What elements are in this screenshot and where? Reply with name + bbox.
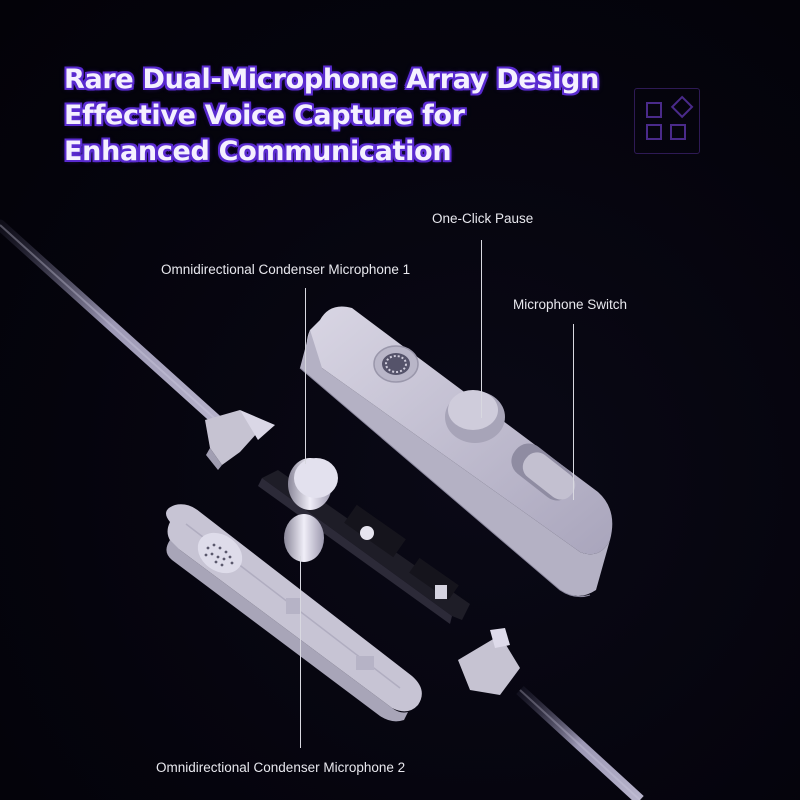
callout-one-click-pause: One-Click Pause bbox=[432, 211, 534, 226]
upper-strain-relief bbox=[205, 410, 275, 470]
headline-line-3: Enhanced Communication bbox=[64, 136, 452, 167]
apps-grid-icon-glyph bbox=[646, 95, 694, 140]
callout-mic-2: Omnidirectional Condenser Microphone 2 bbox=[156, 760, 406, 775]
bottom-shell bbox=[166, 504, 422, 722]
leader-line-switch bbox=[573, 324, 574, 500]
apps-grid-icon bbox=[634, 88, 700, 154]
leader-line-mic-2 bbox=[300, 556, 301, 748]
lower-cable bbox=[516, 685, 644, 800]
leader-line-pause bbox=[481, 240, 482, 418]
leader-line-mic-1 bbox=[305, 288, 306, 464]
callout-mic-switch: Microphone Switch bbox=[513, 297, 628, 312]
lower-strain-relief bbox=[458, 628, 520, 695]
pcb-assembly bbox=[258, 458, 470, 624]
headline-line-2: Effective Voice Capture for bbox=[64, 100, 465, 131]
headline-line-1: Rare Dual-Microphone Array Design bbox=[64, 64, 599, 95]
upper-cable bbox=[0, 219, 228, 431]
main-housing bbox=[299, 306, 613, 598]
callout-mic-1: Omnidirectional Condenser Microphone 1 bbox=[161, 262, 411, 277]
headline: Rare Dual-Microphone Array Design Effect… bbox=[64, 62, 599, 170]
